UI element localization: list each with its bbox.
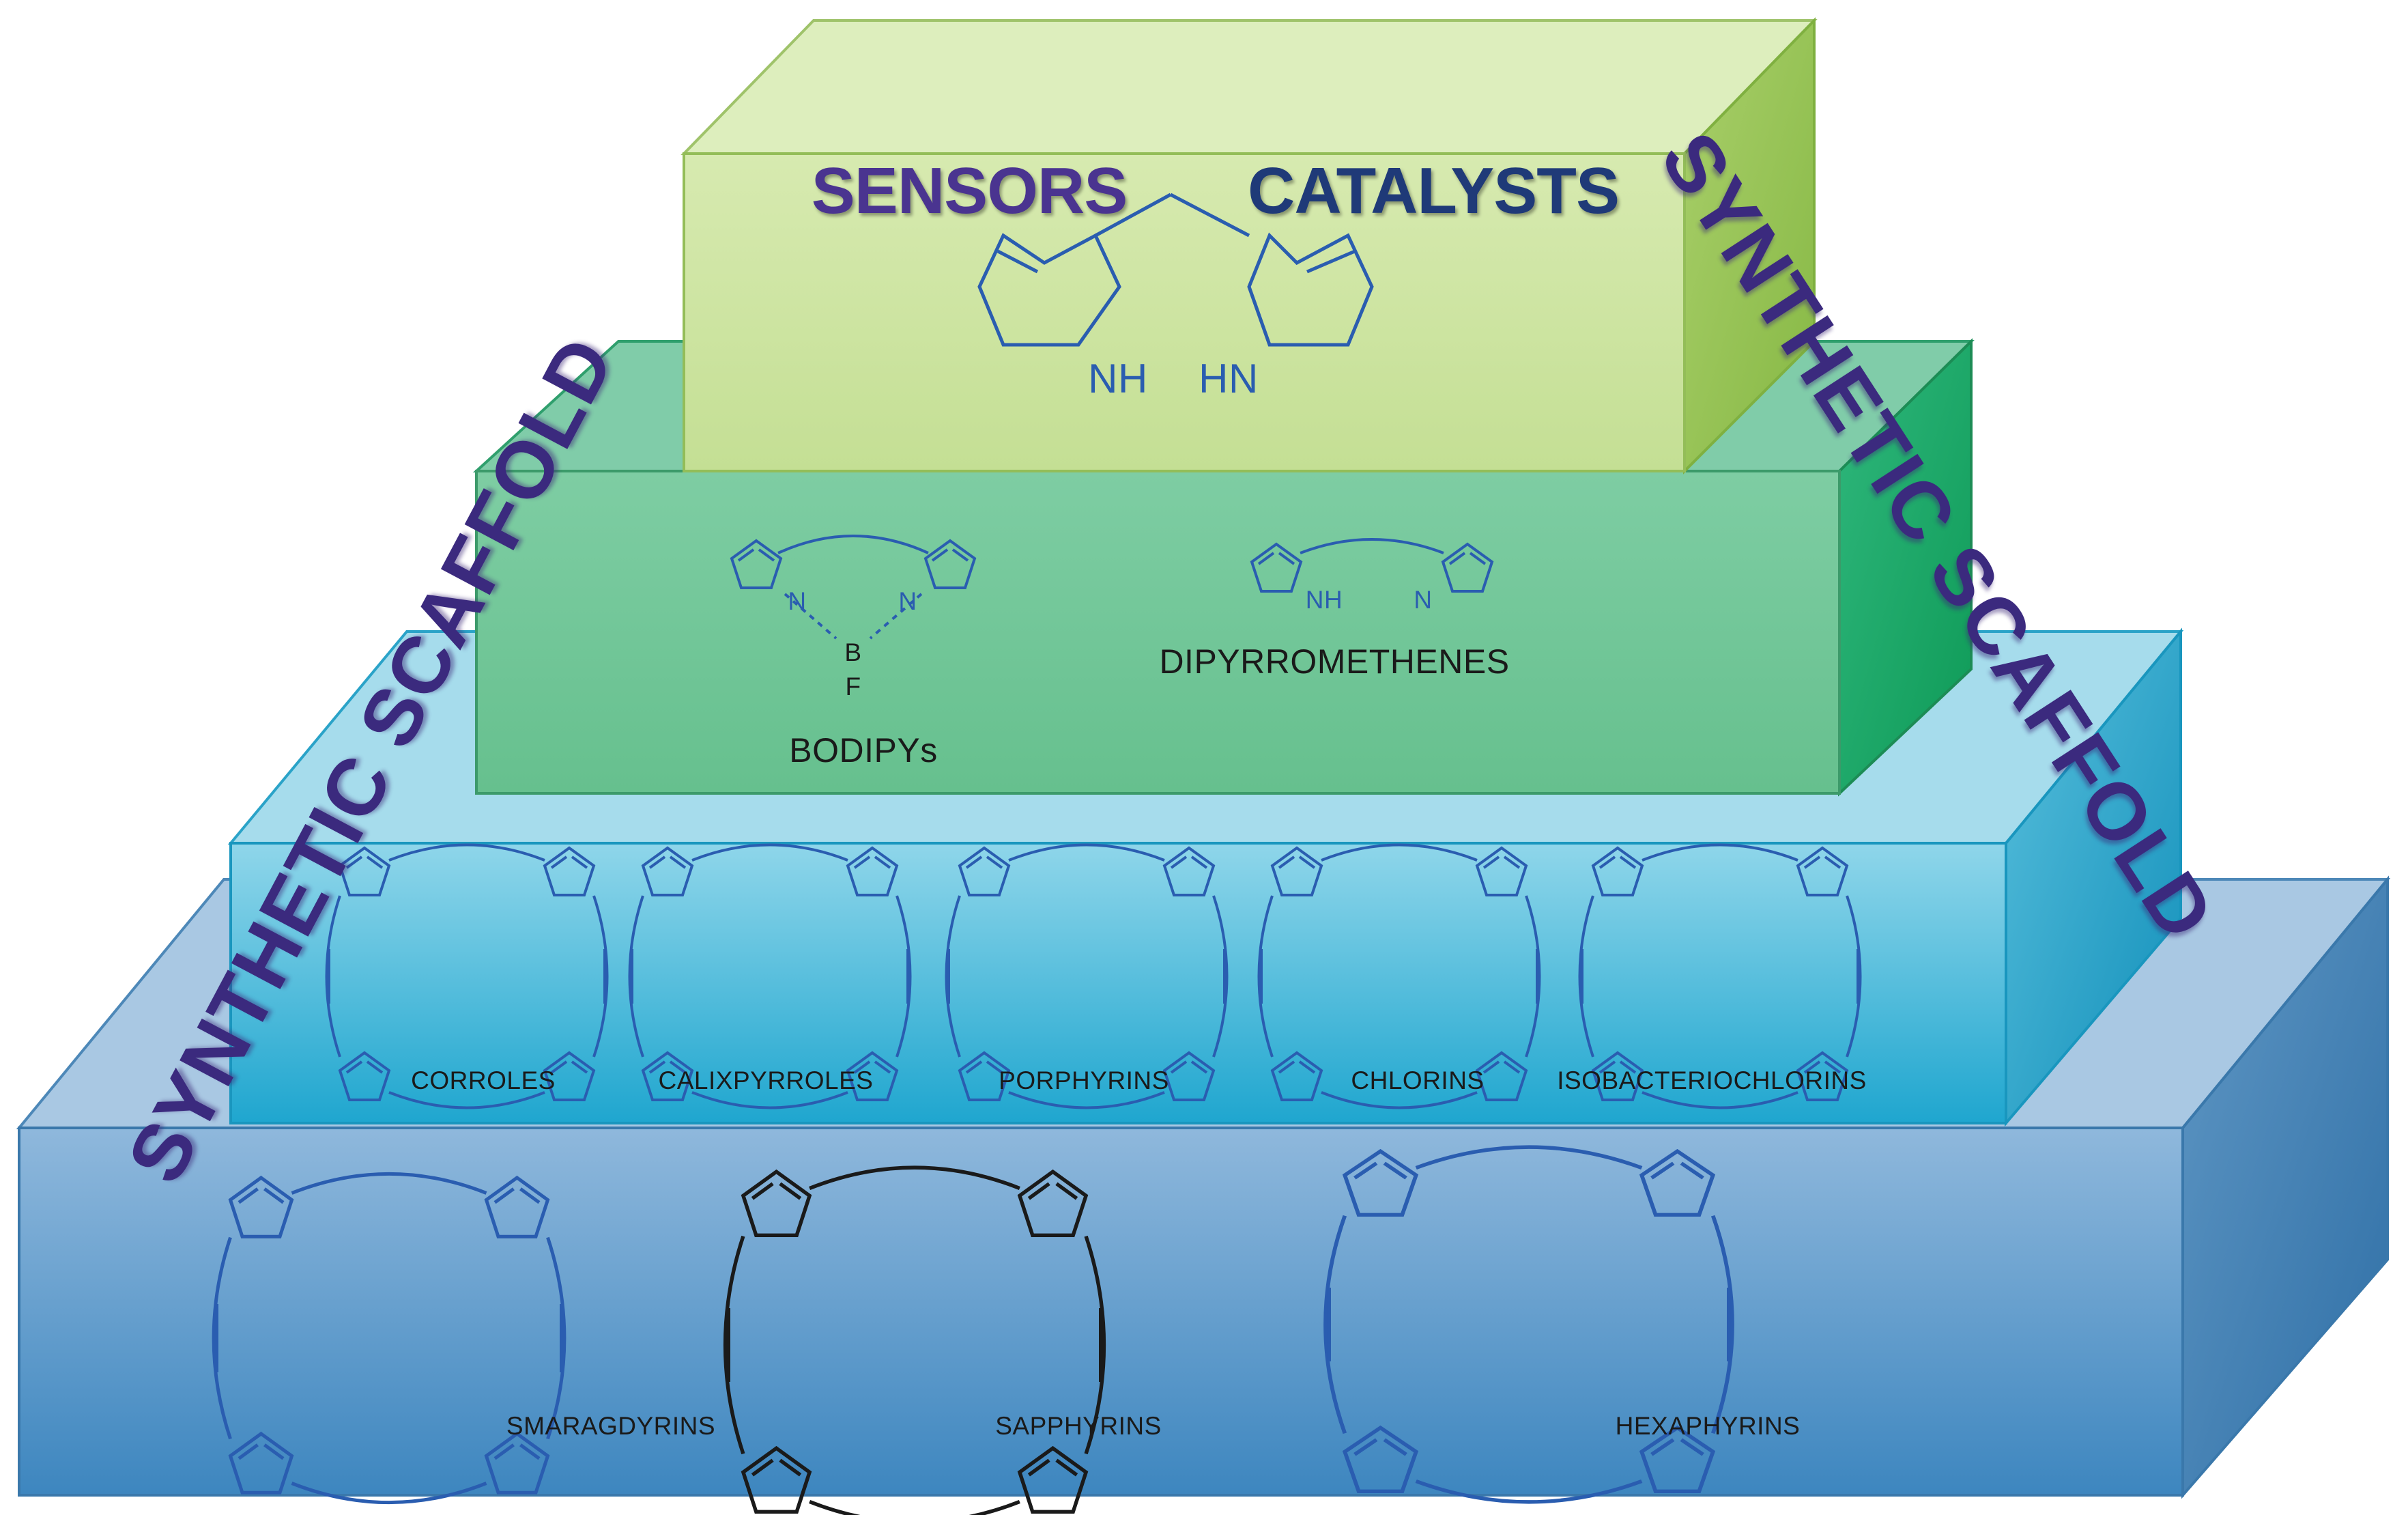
dipyrromethene-structure <box>1250 538 1493 593</box>
chlorin-label: CHLORINS <box>1351 1066 1485 1094</box>
sensors-label: SENSORS <box>811 154 1128 227</box>
dipyrromethane-structure <box>977 193 1374 347</box>
corrole-label: CORROLES <box>411 1066 556 1094</box>
bodipy-structure <box>730 535 976 640</box>
dipyrromethene-label: DIPYRROMETHENES <box>1159 642 1510 681</box>
second-tier-front <box>475 470 1841 795</box>
top-tier-front <box>683 152 1686 472</box>
smaragdyrin-label: SMARAGDYRINS <box>506 1412 716 1440</box>
catalysts-label: CATALYSTS <box>1248 154 1620 227</box>
top-tier-top <box>680 19 1818 155</box>
atom-label: N <box>788 587 807 615</box>
sapphyrin-label: SAPPHYRINS <box>995 1412 1162 1440</box>
hexaphyrin-label: HEXAPHYRINS <box>1615 1412 1801 1440</box>
atom-label: NH <box>1305 586 1343 614</box>
atom-label: NH <box>1088 356 1148 401</box>
calixpyrrole-label: CALIXPYRROLES <box>658 1066 874 1094</box>
porphyrin-label: PORPHYRINS <box>999 1066 1169 1094</box>
atom-label: F <box>845 672 861 700</box>
third-tier-front <box>229 842 2007 1124</box>
bodipy-label: BODIPYs <box>789 731 938 769</box>
top-tier <box>680 17 1818 475</box>
atom-label: HN <box>1199 356 1259 401</box>
isobacteriochlorin-label: ISOBACTERIOCHLORINS <box>1557 1066 1867 1094</box>
atom-label: B <box>844 638 862 666</box>
atom-label: N <box>898 587 917 615</box>
atom-label: N <box>1414 586 1433 614</box>
